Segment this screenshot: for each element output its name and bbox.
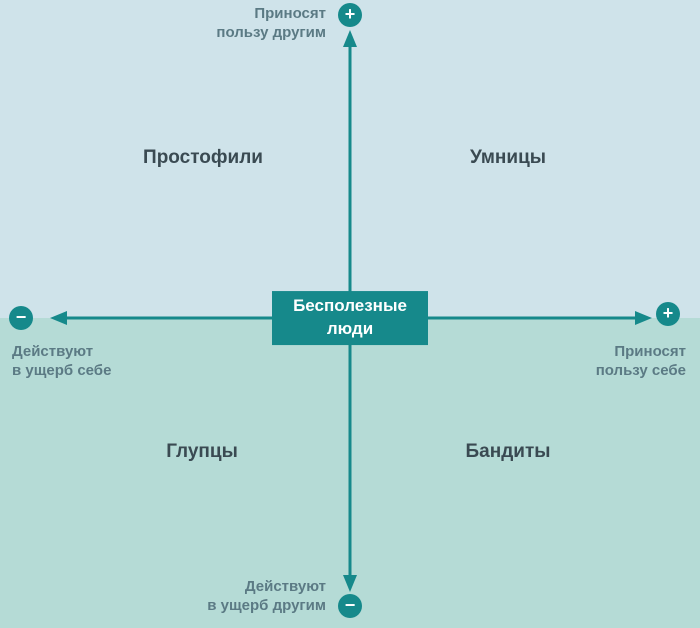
axis-label-top: Приносят пользу другим xyxy=(216,5,326,41)
axis-label-bottom: Действуют в ущерб другим xyxy=(207,578,326,614)
minus-icon: − xyxy=(338,594,362,618)
arrowhead-up-icon xyxy=(343,30,357,47)
arrowhead-down-icon xyxy=(343,575,357,592)
quadrant-label-top-right: Умницы xyxy=(470,147,546,168)
axis-label-left: Действуют в ущерб себе xyxy=(12,343,112,379)
axis-label-right: Приносят пользу себе xyxy=(595,343,686,379)
minus-icon: − xyxy=(9,306,33,330)
quadrant-label-top-left: Простофили xyxy=(143,147,263,168)
arrowhead-right-icon xyxy=(635,311,652,325)
center-box: Бесполезные люди xyxy=(272,291,428,345)
quadrant-label-bottom-right: Бандиты xyxy=(465,441,551,462)
plus-icon: + xyxy=(338,3,362,27)
plus-icon: + xyxy=(656,302,680,326)
arrowhead-left-icon xyxy=(50,311,67,325)
quadrant-label-bottom-left: Глупцы xyxy=(166,441,238,462)
